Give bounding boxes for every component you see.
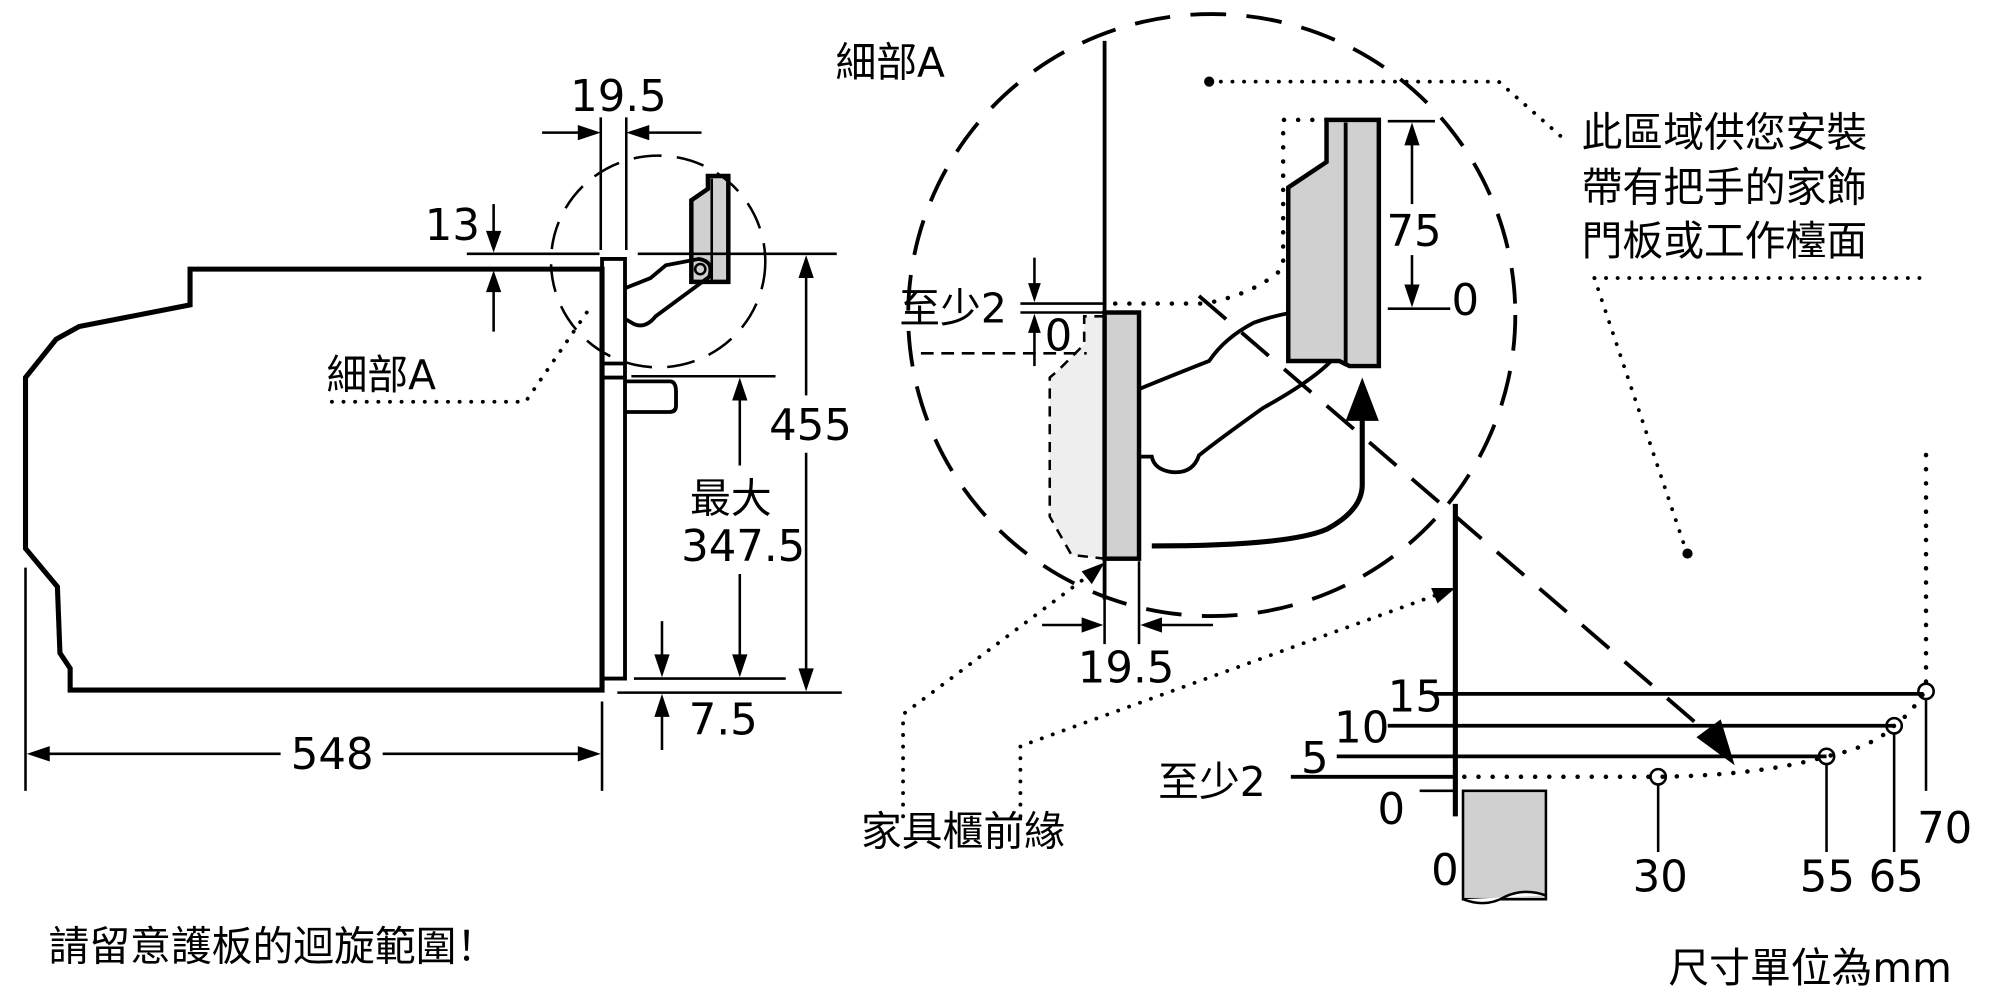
arrow-left-icon: [626, 125, 650, 141]
hinge-pivot-small: [693, 262, 707, 276]
hinge-panel-small: [689, 173, 731, 285]
detail-a-circle-small: [549, 154, 767, 369]
arrow-down-icon: [1028, 283, 1041, 303]
detail-a-leader: [327, 310, 589, 404]
dim-depth: 548: [291, 730, 374, 780]
dim-bottom-gap: 19.5: [1078, 643, 1175, 693]
arrow-left-icon: [1140, 617, 1162, 633]
dim-max-height: 347.5: [681, 522, 805, 572]
x-label-55: 55: [1800, 853, 1855, 903]
leader-dot: [1204, 76, 1215, 87]
arrow-up-icon: [732, 377, 748, 401]
oven-side-view: 細部A 19.5 13 455 最大 347.5: [22, 72, 852, 791]
install-area-line-3: 門板或工作檯面: [1582, 217, 1868, 265]
dim-panel-zero: 0: [1452, 276, 1480, 326]
dim-panel-height: 75: [1386, 207, 1441, 257]
y-label-min2: 至少2: [1158, 758, 1266, 806]
x-label-70: 70: [1917, 804, 1972, 854]
furniture-edge-label: 家具櫃前緣: [861, 808, 1065, 856]
detail-a-view: 細部A 75 0 至少2 0: [835, 12, 1928, 856]
dim-total-height: 455: [769, 401, 852, 451]
detail-a-title: 細部A: [835, 39, 945, 87]
install-area-leader: [1207, 79, 1565, 140]
rotation-arrow: [1151, 414, 1365, 549]
arrow-down-right-icon: [1696, 719, 1735, 766]
furniture-edge-leader-2: [1018, 591, 1444, 819]
cabinet-side-section: [1461, 789, 1548, 901]
x-label-0: 0: [1431, 846, 1459, 896]
arrow-down-icon: [1404, 284, 1420, 308]
arrow-icon: [1431, 588, 1456, 604]
arrow-up-icon: [1404, 122, 1420, 146]
x-label-30: 30: [1633, 853, 1688, 903]
furniture-edge-leader-1: [901, 572, 1093, 819]
y-label-10: 10: [1334, 703, 1389, 753]
oven-door-panel: [1102, 310, 1142, 561]
y-label-5: 5: [1301, 734, 1329, 784]
cabinet-break: [1462, 890, 1547, 905]
x-label-65: 65: [1869, 853, 1924, 903]
arrow-right-icon: [577, 746, 601, 762]
furniture-panel: [1286, 117, 1382, 369]
install-area-line-1: 此區域供您安裝: [1582, 109, 1868, 157]
arrow-right-icon: [577, 125, 601, 141]
dim-min-gap: 至少2: [899, 285, 1007, 333]
dim-top-offset: 13: [425, 201, 480, 251]
dim-max-label: 最大: [690, 475, 772, 523]
detail-a-label: 細部A: [327, 351, 437, 399]
detail-a-circle-large: [906, 12, 1518, 618]
control-knob: [625, 379, 678, 414]
arrow-left-icon: [26, 746, 50, 762]
arrow-up-icon: [485, 270, 502, 293]
clearance-curve: [1462, 444, 1929, 780]
hinge-arm-small: [624, 256, 713, 328]
arrow-down-icon: [485, 230, 502, 253]
arrow-down-icon: [732, 654, 748, 678]
oven-door: [600, 257, 627, 681]
dim-zero: 0: [1045, 312, 1073, 362]
point-70: [1917, 682, 1935, 701]
y-label-15: 15: [1388, 673, 1443, 723]
arrow-up-icon: [798, 255, 814, 279]
dim-bottom-offset: 7.5: [689, 696, 758, 746]
leader-dot: [1682, 548, 1693, 559]
arrow-up-icon: [1028, 313, 1041, 333]
door-lower-step: [602, 361, 625, 380]
y-label-0: 0: [1378, 785, 1406, 835]
dim-door-gap: 19.5: [570, 72, 667, 122]
arrow-down-icon: [654, 654, 670, 678]
arrow-up-icon: [654, 693, 670, 717]
clearance-chart: 15 10 5 至少2 0 0 30 55 65 70: [1158, 444, 1972, 905]
unit-note: 尺寸單位為mm: [1668, 944, 1951, 992]
door-swing-shadow: [1048, 315, 1106, 561]
warning-note: 請留意護板的迴旋範圍！: [48, 922, 497, 970]
arrow-icon: [1081, 562, 1105, 585]
install-area-leader-down: [1592, 276, 1689, 553]
install-area-line-2: 帶有把手的家飾: [1582, 164, 1868, 212]
arrow-down-icon: [798, 668, 814, 692]
arrow-right-icon: [1081, 617, 1104, 633]
install-area-outline: [1102, 117, 1329, 306]
oven-body-outline: [22, 266, 605, 693]
arrow-up-icon: [1345, 377, 1379, 421]
